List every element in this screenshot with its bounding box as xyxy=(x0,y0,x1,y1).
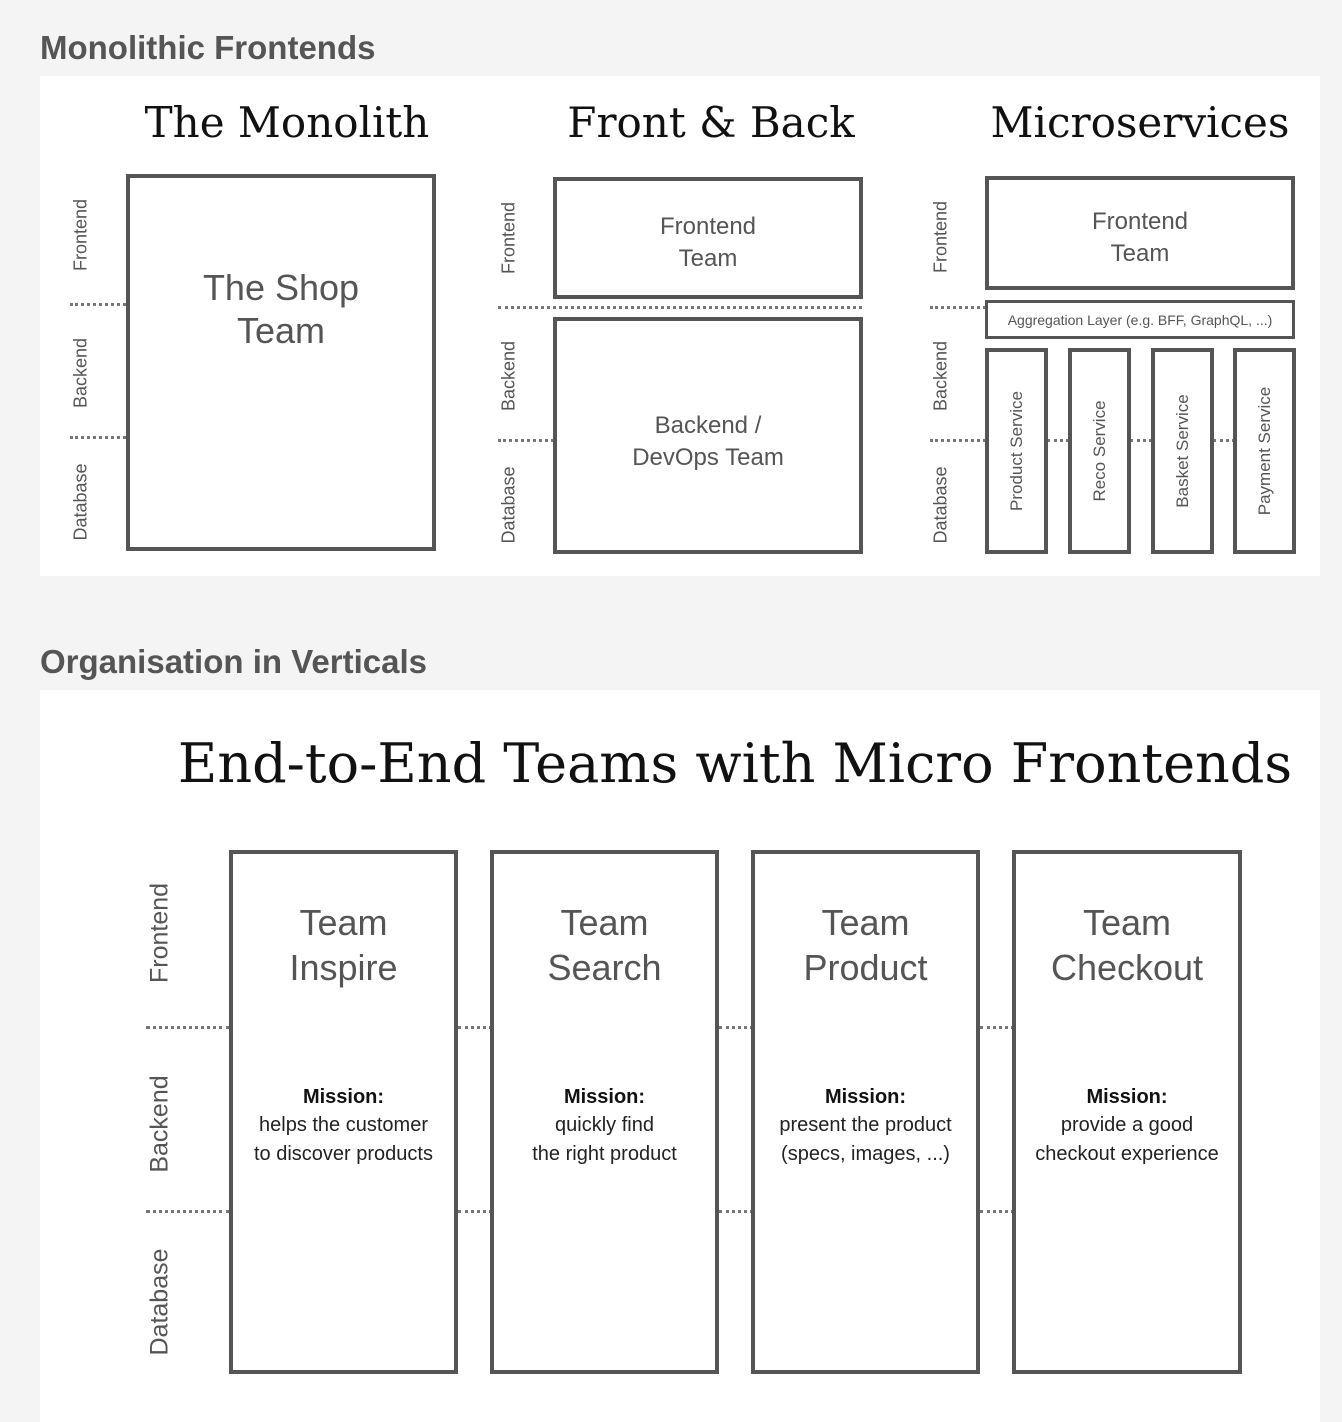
tier-label-database: Database xyxy=(145,1248,174,1356)
frontend-team-label-line: Frontend xyxy=(1091,208,1189,235)
team-connector xyxy=(719,1210,753,1213)
tier-divider xyxy=(498,306,862,309)
reco-service-label: Reco Service xyxy=(1089,400,1109,502)
frontend-team-label-line: Team xyxy=(1110,240,1170,267)
basket-service-box: Basket Service xyxy=(1151,348,1214,554)
tier-label-frontend: Frontend xyxy=(70,198,91,272)
team-connector xyxy=(458,1210,492,1213)
shop-team-label-line: The Shop xyxy=(202,267,360,308)
backend-devops-team-box: Backend / DevOps Team xyxy=(553,317,863,554)
tier-divider xyxy=(930,439,986,442)
tier-divider xyxy=(146,1210,230,1213)
payment-service-box: Payment Service xyxy=(1233,348,1296,554)
service-connector xyxy=(1130,439,1152,442)
team-inspire-box: Team Inspire Mission: helps the customer… xyxy=(229,850,458,1374)
tier-label-frontend: Frontend xyxy=(145,882,174,984)
team-name-line: Team xyxy=(299,902,388,943)
team-checkout-mission: provide a good checkout experience xyxy=(1035,1114,1219,1165)
payment-service-label: Payment Service xyxy=(1254,386,1274,516)
tier-label-backend: Backend xyxy=(70,337,91,409)
section-heading-verticals: Organisation in Verticals xyxy=(40,643,427,680)
shop-team-label-line: Team xyxy=(236,310,326,351)
team-connector xyxy=(980,1210,1014,1213)
service-connector xyxy=(1047,439,1069,442)
team-name-line: Product xyxy=(803,947,928,988)
tier-label-database: Database xyxy=(70,463,91,541)
frontend-team-label: Frontend Team xyxy=(557,211,859,275)
team-name-line: Search xyxy=(547,947,662,988)
team-name-line: Inspire xyxy=(289,947,398,988)
team-inspire-mission: helps the customer to discover products xyxy=(254,1114,433,1165)
tier-divider xyxy=(498,439,554,442)
backend-devops-team-label: Backend / DevOps Team xyxy=(557,410,859,474)
aggregation-layer-label: Aggregation Layer (e.g. BFF, GraphQL, ..… xyxy=(1007,312,1273,328)
frontend-team-label-line: Frontend xyxy=(659,213,757,240)
tier-divider xyxy=(70,303,126,306)
team-search-mission: quickly find the right product xyxy=(532,1114,677,1165)
tier-label-backend: Backend xyxy=(930,340,951,412)
product-service-box: Product Service xyxy=(985,348,1048,554)
team-search-name: Team Search xyxy=(494,900,715,990)
tier-divider xyxy=(146,1026,230,1029)
team-product-box: Team Product Mission: present the produc… xyxy=(751,850,980,1374)
team-product-name: Team Product xyxy=(755,900,976,990)
tier-label-backend: Backend xyxy=(498,340,519,412)
tier-divider xyxy=(930,306,986,309)
team-checkout-box: Team Checkout Mission: provide a good ch… xyxy=(1012,850,1242,1374)
frontend-team-box: Frontend Team xyxy=(553,177,863,299)
aggregation-layer-box: Aggregation Layer (e.g. BFF, GraphQL, ..… xyxy=(985,300,1295,339)
tier-label-frontend: Frontend xyxy=(930,200,951,274)
basket-service-label: Basket Service xyxy=(1172,394,1192,508)
tier-label-database: Database xyxy=(930,466,951,544)
mission-label: Mission: xyxy=(1086,1086,1168,1108)
tier-label-backend: Backend xyxy=(145,1075,174,1173)
mission-label: Mission: xyxy=(563,1086,646,1108)
backend-devops-team-label-line: DevOps Team xyxy=(632,444,784,471)
microservices-title: Microservices xyxy=(990,98,1290,147)
team-inspire-name: Team Inspire xyxy=(233,900,454,990)
shop-team-box: The Shop Team xyxy=(126,174,436,551)
team-name-line: Team xyxy=(1082,902,1172,943)
team-connector xyxy=(980,1026,1014,1029)
reco-service-box: Reco Service xyxy=(1068,348,1131,554)
tier-divider xyxy=(70,436,126,439)
team-connector xyxy=(719,1026,753,1029)
team-connector xyxy=(458,1026,492,1029)
team-name-line: Checkout xyxy=(1050,947,1204,988)
team-name-line: Team xyxy=(560,902,649,943)
team-checkout-name: Team Checkout xyxy=(1016,900,1238,990)
frontend-team-label-line: Team xyxy=(678,245,738,272)
monolith-title: The Monolith xyxy=(144,98,430,147)
frontend-team-label: Frontend Team xyxy=(989,206,1291,270)
tier-label-frontend: Frontend xyxy=(498,201,519,275)
team-search-box: Team Search Mission: quickly find the ri… xyxy=(490,850,719,1374)
frontend-team-box: Frontend Team xyxy=(985,176,1295,290)
front-back-title: Front & Back xyxy=(567,98,855,147)
backend-devops-team-label-line: Backend / xyxy=(654,412,762,439)
team-name-line: Team xyxy=(821,902,910,943)
product-service-label: Product Service xyxy=(1006,391,1026,511)
team-product-mission: present the product (specs, images, ...) xyxy=(779,1114,952,1165)
service-connector xyxy=(1213,439,1235,442)
tier-label-database: Database xyxy=(498,466,519,544)
shop-team-label: The Shop Team xyxy=(130,266,432,352)
mission-label: Mission: xyxy=(824,1086,907,1108)
mission-label: Mission: xyxy=(302,1086,385,1108)
section-heading-monolithic: Monolithic Frontends xyxy=(40,29,376,66)
verticals-title: End-to-End Teams with Micro Frontends xyxy=(177,732,1293,795)
